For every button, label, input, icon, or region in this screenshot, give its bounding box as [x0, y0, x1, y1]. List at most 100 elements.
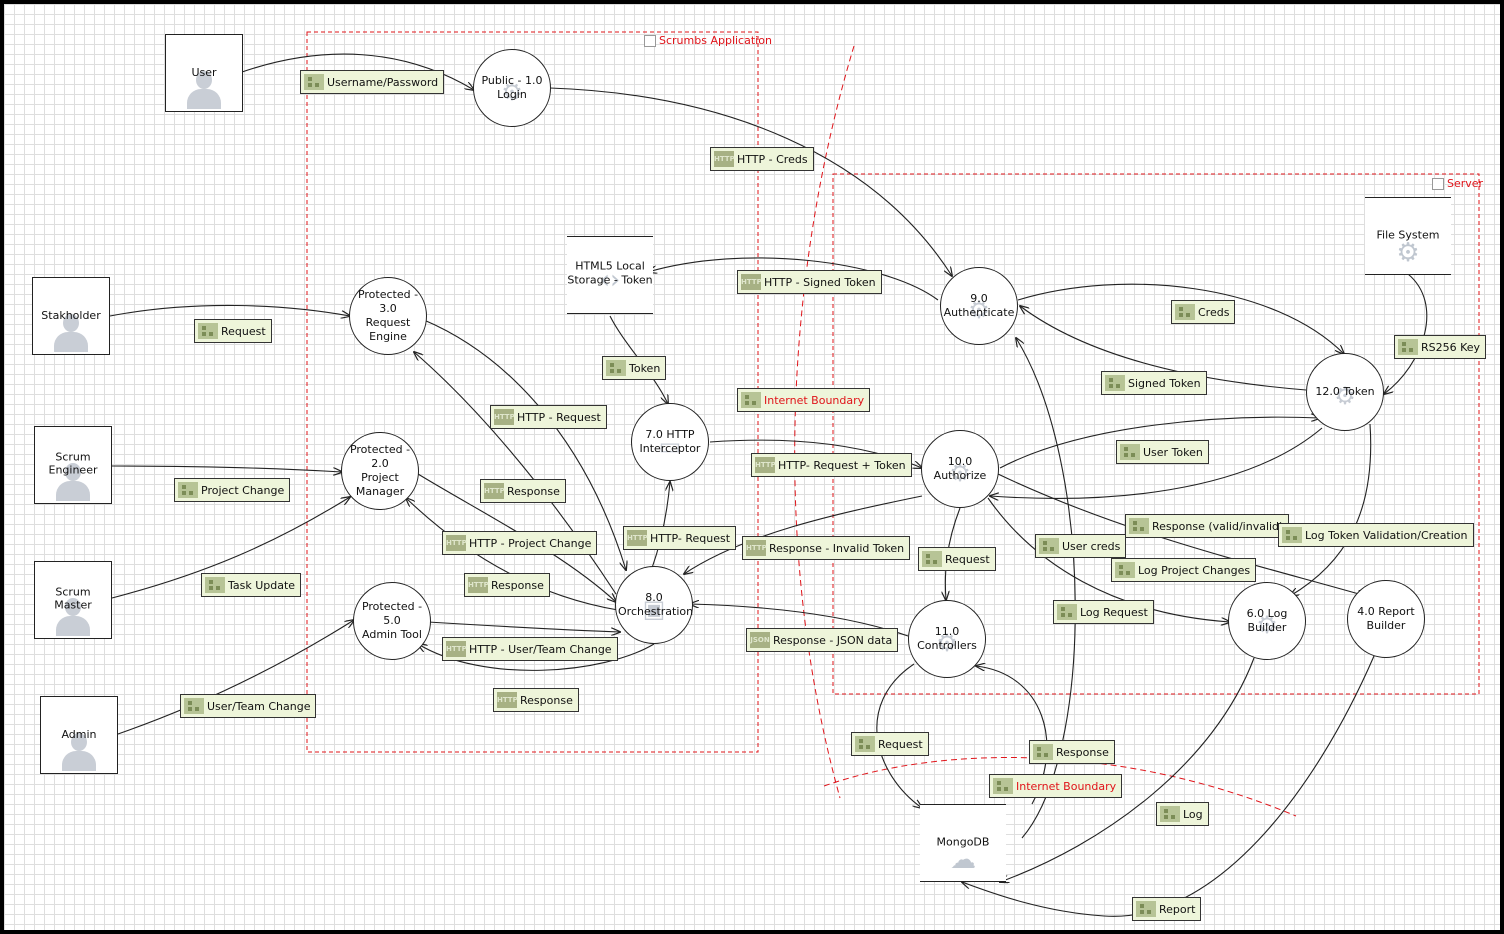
edge-stakeholder-request	[109, 304, 350, 316]
entity-label: Stakholder	[41, 308, 101, 322]
code-icon: ‹›	[599, 265, 621, 295]
edge-authorize-orch	[684, 495, 923, 574]
dataflow-icon	[304, 74, 324, 90]
dataflow-icon	[1033, 744, 1053, 760]
process-controllers[interactable]: ⚙11.0 Controllers	[908, 600, 986, 678]
process-project-manager[interactable]: Protected - 2.0 Project Manager	[341, 432, 419, 510]
process-log-builder[interactable]: ⚙6.0 Log Builder	[1228, 582, 1306, 660]
store-label: HTML5 Local Storage - Token	[567, 259, 653, 287]
user-avatar-icon	[53, 596, 93, 636]
flow-label: Response	[520, 693, 573, 707]
flow-request-db[interactable]: Request	[851, 732, 929, 756]
dataflow-icon	[1129, 518, 1149, 534]
flow-internet-boundary-2[interactable]: Internet Boundary	[989, 774, 1123, 798]
store-label: File System	[1376, 228, 1440, 242]
process-report-builder[interactable]: 4.0 Report Builder	[1347, 580, 1425, 658]
entity-label: Scrum Master	[54, 585, 92, 612]
entity-scrum-engineer[interactable]: Scrum Engineer	[34, 426, 112, 504]
dataflow-icon	[1115, 562, 1135, 578]
flow-label: HTTP - Creds	[737, 152, 808, 166]
gear-icon: ⚙	[968, 295, 990, 324]
edge-master-pm	[111, 497, 350, 599]
flow-user-team-change[interactable]: User/Team Change	[180, 694, 317, 718]
flow-creds[interactable]: Creds	[1171, 300, 1236, 324]
entity-label: Scrum Engineer	[48, 450, 98, 477]
entity-scrum-master[interactable]: Scrum Master	[34, 561, 112, 639]
flow-task-update[interactable]: Task Update	[201, 573, 302, 597]
flow-response-valid[interactable]: Response (valid/invalid)	[1125, 514, 1290, 538]
flow-project-change[interactable]: Project Change	[174, 478, 291, 502]
flow-response-db[interactable]: Response	[1029, 740, 1115, 764]
process-admin-tool[interactable]: Protected - 5.0 Admin Tool	[353, 582, 431, 660]
flow-log-request[interactable]: Log Request	[1053, 600, 1154, 624]
flow-user-token[interactable]: User Token	[1116, 440, 1209, 464]
app-boundary-text: Scrumbs Application	[659, 34, 772, 47]
flow-label: User Token	[1143, 445, 1203, 459]
http-icon: HTTP	[746, 540, 767, 556]
http-icon: HTTP	[627, 530, 648, 546]
process-login[interactable]: ⚙Public - 1.0 Login	[473, 49, 551, 127]
flow-user-creds[interactable]: User creds	[1035, 534, 1127, 558]
server-boundary-label: Server	[1432, 177, 1483, 190]
flow-label: Log Project Changes	[1138, 563, 1251, 577]
entity-stakeholder[interactable]: Stakholder	[32, 277, 110, 355]
flow-log-project-changes[interactable]: Log Project Changes	[1111, 558, 1257, 582]
flow-label: Response - Invalid Token	[769, 541, 905, 555]
store-label: MongoDB	[936, 835, 990, 849]
edge-orch-pm	[406, 498, 619, 611]
file-icon: ⚙	[1396, 238, 1420, 268]
process-http-interceptor[interactable]: ▭7.0 HTTP Interceptor	[631, 403, 709, 481]
http-icon: HTTP	[468, 577, 489, 593]
dataflow-icon	[205, 577, 225, 593]
edge-authenticate-token	[1017, 283, 1344, 354]
edge-token-logbuilder	[1290, 423, 1372, 596]
gear-icon: ⚙	[1256, 610, 1278, 639]
store-local-storage[interactable]: ‹›HTML5 Local Storage - Token	[567, 236, 653, 314]
process-request-engine[interactable]: Protected - 3.0 Request Engine	[349, 277, 427, 355]
edge-authenticate-storage	[648, 257, 939, 301]
edge-user-login	[241, 53, 474, 90]
process-label: Protected - 5.0 Admin Tool	[361, 600, 423, 641]
flow-request-stakeholder[interactable]: Request	[194, 319, 272, 343]
entity-user[interactable]: User	[165, 34, 243, 112]
process-authorize[interactable]: ⚙10.0 Authorize	[921, 430, 999, 508]
flow-signed-token[interactable]: Signed Token	[1101, 371, 1207, 395]
process-label: Protected - 3.0 Request Engine	[357, 288, 419, 343]
entity-admin[interactable]: Admin	[40, 696, 118, 774]
process-label: 11.0 Controllers	[917, 625, 977, 652]
flow-label: User/Team Change	[207, 699, 311, 713]
flow-internet-boundary[interactable]: Internet Boundary	[737, 388, 871, 412]
flow-log[interactable]: Log	[1156, 802, 1209, 826]
flow-label: Report	[1159, 902, 1196, 916]
flow-log-token-validation[interactable]: Log Token Validation/Creation	[1278, 523, 1474, 547]
flow-token[interactable]: Token	[602, 356, 667, 380]
flow-label: HTTP - Signed Token	[764, 275, 876, 289]
process-token[interactable]: ⚙12.0 Token	[1306, 353, 1384, 431]
gear-icon: ⚙	[1334, 381, 1356, 410]
flow-report[interactable]: Report	[1132, 897, 1202, 921]
http-icon: JSON	[750, 632, 770, 648]
edge-admintool-orch	[427, 621, 620, 632]
process-authenticate[interactable]: ⚙9.0 Authenticate	[940, 267, 1018, 345]
flow-rs256-key[interactable]: RS256 Key	[1394, 335, 1487, 359]
dataflow-icon	[1175, 304, 1195, 320]
store-file-system[interactable]: ⚙File System	[1365, 197, 1451, 275]
dataflow-icon	[178, 482, 198, 498]
store-mongodb[interactable]: ☁MongoDB	[920, 804, 1006, 882]
flow-label: Log	[1183, 807, 1203, 821]
process-orchestration[interactable]: ▣8.0 Orchestration	[615, 566, 693, 644]
flow-request-controllers[interactable]: Request	[918, 547, 996, 571]
flow-username-password[interactable]: Username/Password	[300, 70, 445, 94]
